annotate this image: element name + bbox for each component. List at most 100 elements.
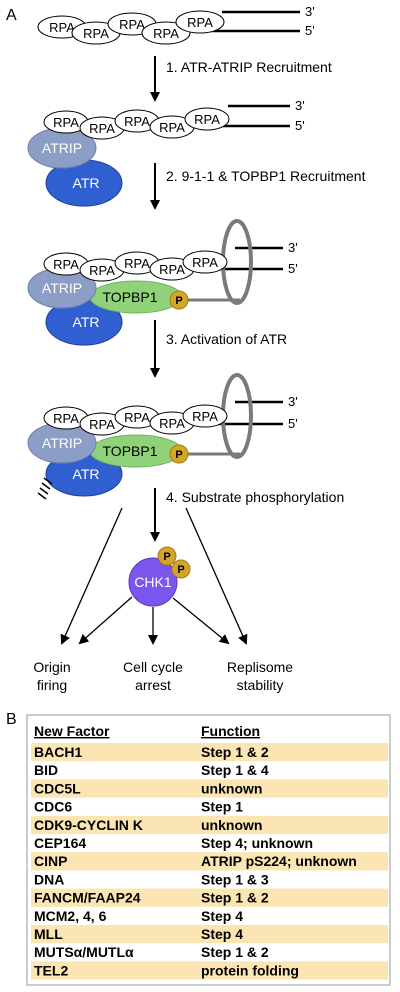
svg-text:Cell cycle: Cell cycle: [123, 659, 183, 675]
svg-text:firing: firing: [37, 677, 67, 693]
function-cell: Step 1 & 4: [201, 762, 269, 778]
chk1-to-origin-arrow: [78, 596, 133, 645]
three-prime-label: 3': [295, 98, 305, 113]
stage-3-clamp-topbp1: 3' 5' ATR TOPBP1 ATRIP P RPA RPA RPA RPA…: [27, 219, 298, 346]
rpa-protein: RPA: [79, 412, 125, 436]
rpa-chain: RPA RPA RPA RPA RPA: [43, 107, 230, 140]
outcome-replisome-stability: Replisome stability: [227, 659, 293, 693]
rpa-protein: RPA: [71, 21, 121, 45]
function-cell: Step 1: [201, 799, 243, 815]
table-row: MUTSα/MUTLα Step 1 & 2: [34, 944, 269, 960]
function-cell: unknown: [201, 780, 262, 796]
rpa-protein: RPA: [79, 258, 125, 282]
table-header-function: Function: [201, 723, 260, 739]
rpa-protein: RPA: [43, 252, 89, 276]
rpa-chain: RPA RPA RPA RPA RPA: [37, 10, 225, 45]
svg-text:RPA: RPA: [159, 416, 185, 431]
row-shading: [31, 888, 388, 907]
svg-text:RPA: RPA: [124, 256, 150, 271]
five-prime-label: 5': [295, 118, 305, 133]
factor-cell: CDC5L: [34, 780, 81, 796]
stage-2-atr-atrip: 3' 5' ATR ATRIP RPA RPA RPA RPA RPA: [27, 98, 305, 207]
panel-b-letter: B: [6, 711, 17, 728]
panel-a-letter: A: [6, 7, 17, 24]
rpa-protein: RPA: [79, 116, 125, 140]
rpa-protein: RPA: [43, 110, 89, 134]
function-cell: Step 1 & 2: [201, 890, 269, 906]
svg-text:ATR: ATR: [73, 314, 100, 330]
factor-cell: CDC6: [34, 799, 72, 815]
table-row: CEP164 Step 4; unknown: [34, 835, 313, 851]
svg-text:RPA: RPA: [119, 17, 145, 32]
table-row: CDC5L unknown: [31, 779, 388, 798]
step-4-label: 4. Substrate phosphorylation: [166, 489, 344, 505]
phospho-site: P: [157, 546, 177, 566]
row-shading: [31, 925, 388, 944]
five-prime-label: 5': [288, 416, 298, 431]
atr-to-origin-arrow: [60, 507, 123, 645]
function-cell: unknown: [201, 817, 262, 833]
row-shading: [31, 743, 388, 762]
svg-text:ATRIP: ATRIP: [42, 435, 82, 451]
factor-cell: BID: [34, 762, 58, 778]
atrip-protein: ATRIP: [27, 422, 97, 464]
atr-protein: ATR: [45, 159, 123, 207]
svg-text:RPA: RPA: [159, 262, 185, 277]
factor-cell: CINP: [34, 853, 67, 869]
rpa-protein: RPA: [175, 10, 225, 34]
svg-text:RPA: RPA: [49, 20, 75, 35]
row-shading: [31, 852, 388, 871]
step-3-label: 3. Activation of ATR: [166, 331, 287, 347]
factor-cell: DNA: [34, 871, 64, 887]
factor-cell: MLL: [34, 926, 63, 942]
outcome-origin-firing: Origin firing: [33, 659, 70, 693]
stage-1-ssdna: 3' 5' RPA RPA RPA RPA RPA: [37, 4, 315, 45]
row-shading: [31, 779, 388, 798]
five-prime-label: 5': [288, 261, 298, 276]
rpa-protein: RPA: [182, 404, 228, 428]
five-prime-label: 5': [305, 23, 315, 38]
svg-text:TOPBP1: TOPBP1: [103, 289, 158, 305]
outcome-arrows: [60, 507, 248, 645]
svg-text:RPA: RPA: [159, 120, 185, 135]
atr-to-replisome-arrow: [185, 507, 248, 645]
function-cell: Step 4; unknown: [201, 835, 313, 851]
svg-text:arrest: arrest: [135, 677, 171, 693]
stage-4-activated-atr: 3' 5' ATR TOPBP1 ATRIP P RPA RPA: [27, 373, 298, 500]
factor-cell: CEP164: [34, 835, 86, 851]
svg-text:RPA: RPA: [124, 114, 150, 129]
svg-text:RPA: RPA: [89, 417, 115, 432]
row-shading: [31, 815, 388, 834]
svg-text:RPA: RPA: [187, 15, 213, 30]
svg-text:RPA: RPA: [53, 115, 79, 130]
svg-text:RPA: RPA: [192, 409, 218, 424]
outcome-cell-cycle-arrest: Cell cycle arrest: [123, 659, 183, 693]
atr-activity-marks: [37, 477, 53, 500]
row-shading: [31, 961, 388, 980]
table-header-factor: New Factor: [34, 723, 110, 739]
function-cell: Step 1 & 2: [201, 944, 269, 960]
svg-text:P: P: [175, 295, 182, 307]
svg-text:ATRIP: ATRIP: [42, 280, 82, 296]
factor-cell: MUTSα/MUTLα: [34, 944, 134, 960]
three-prime-label: 3': [288, 240, 298, 255]
svg-text:RPA: RPA: [83, 26, 109, 41]
rpa-chain: RPA RPA RPA RPA RPA: [43, 250, 228, 282]
rpa-protein: RPA: [114, 405, 160, 429]
svg-text:RPA: RPA: [89, 263, 115, 278]
svg-text:P: P: [163, 551, 170, 563]
table-row: BID Step 1 & 4: [34, 762, 269, 778]
function-cell: Step 4: [201, 926, 243, 942]
phospho-site: P: [171, 559, 191, 579]
svg-text:ATR: ATR: [73, 466, 100, 482]
chk1-kinase: CHK1: [128, 557, 178, 607]
function-cell: protein folding: [201, 962, 299, 978]
svg-text:TOPBP1: TOPBP1: [103, 443, 158, 459]
svg-text:Origin: Origin: [33, 659, 70, 675]
